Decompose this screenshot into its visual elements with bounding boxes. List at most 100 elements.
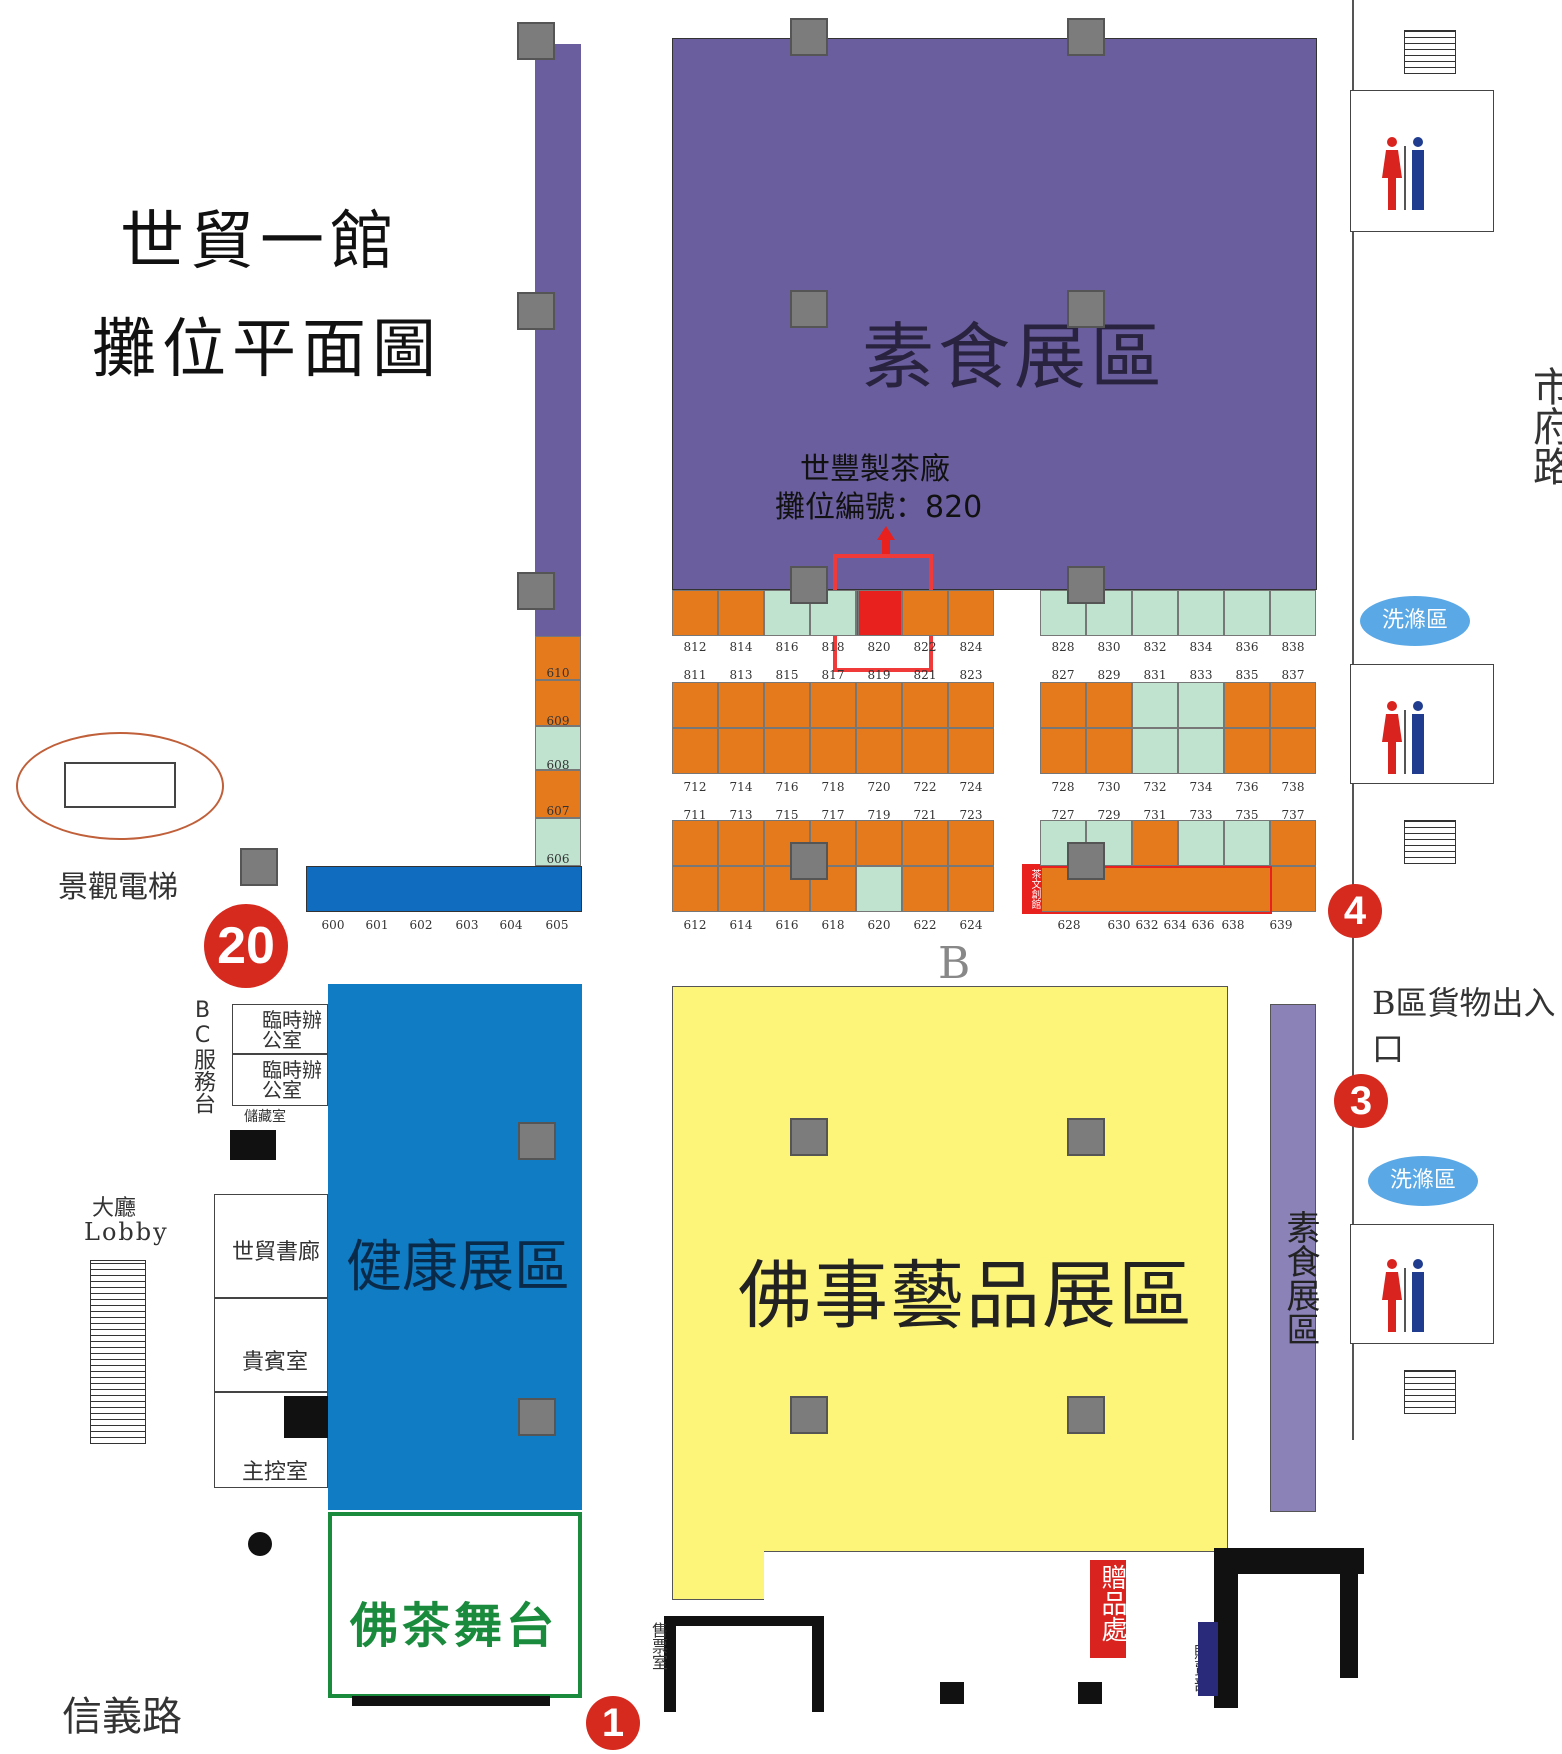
pillar-icon — [518, 1122, 556, 1160]
booth-829[interactable] — [1086, 682, 1132, 728]
booth-label-812: 812 — [683, 640, 707, 654]
ticket-wall-right — [812, 1616, 824, 1712]
booth-label-714: 714 — [729, 780, 753, 794]
vegetarian-side-strip[interactable] — [1270, 1004, 1316, 1512]
booth-833[interactable] — [1178, 682, 1224, 728]
left-block — [230, 1130, 276, 1160]
booth-label-605: 605 — [545, 918, 569, 932]
buddhist-art-notch — [672, 1550, 764, 1600]
booth-712[interactable] — [672, 728, 718, 774]
booth-817[interactable] — [810, 682, 856, 728]
booth-738[interactable] — [1270, 728, 1316, 774]
entrance-1-badge[interactable]: 1 — [586, 1696, 640, 1750]
booth-733[interactable] — [1178, 820, 1224, 866]
booth-620[interactable] — [856, 866, 902, 912]
entrance-20-badge[interactable]: 20 — [204, 904, 288, 988]
booth-711[interactable] — [672, 820, 718, 866]
booth-723[interactable] — [948, 820, 994, 866]
booth-label-721: 721 — [913, 808, 937, 822]
booth-824[interactable] — [948, 590, 994, 636]
map-title-line2: 攤位平面圖 — [92, 313, 442, 387]
booth-735[interactable] — [1224, 820, 1270, 866]
pillar-icon — [790, 18, 828, 56]
tea-culture-outline — [1040, 866, 1272, 914]
booth-834[interactable] — [1178, 590, 1224, 636]
booth-812[interactable] — [672, 590, 718, 636]
booth-label-830: 830 — [1097, 640, 1121, 654]
booth-732[interactable] — [1132, 728, 1178, 774]
booth-736[interactable] — [1224, 728, 1270, 774]
booth-606[interactable] — [535, 818, 581, 866]
booth-720[interactable] — [856, 728, 902, 774]
booth-822[interactable] — [902, 590, 948, 636]
pillar-icon — [240, 848, 278, 886]
booth-831[interactable] — [1132, 682, 1178, 728]
booth-832[interactable] — [1132, 590, 1178, 636]
booth-label-729: 729 — [1097, 808, 1121, 822]
booth-813[interactable] — [718, 682, 764, 728]
booth-722[interactable] — [902, 728, 948, 774]
booth-819[interactable] — [856, 682, 902, 728]
booth-811[interactable] — [672, 682, 718, 728]
tea-stage-label: 佛茶舞台 — [350, 1598, 559, 1654]
booth-815[interactable] — [764, 682, 810, 728]
booth-609[interactable] — [535, 680, 581, 726]
booth-610[interactable] — [535, 636, 581, 680]
booth-731[interactable] — [1132, 820, 1178, 866]
booth-607[interactable] — [535, 770, 581, 818]
map-title-line1: 世貿一館 — [120, 205, 400, 279]
booth-label-837: 837 — [1281, 668, 1305, 682]
lobby-en: Lobby — [84, 1218, 169, 1246]
temp-office-1 — [232, 1004, 328, 1054]
booth-label-818: 818 — [821, 640, 845, 654]
booth-714[interactable] — [718, 728, 764, 774]
booth-820-highlight[interactable] — [858, 590, 902, 636]
lobby-dot — [248, 1532, 272, 1556]
booth-label-614: 614 — [729, 918, 753, 932]
pillar-icon — [517, 292, 555, 330]
booth-713[interactable] — [718, 820, 764, 866]
vegetarian-zone[interactable] — [672, 38, 1317, 590]
gift-label: 贈品處 — [1097, 1564, 1127, 1642]
booth-label-817: 817 — [821, 668, 845, 682]
booth-label-821: 821 — [913, 668, 937, 682]
booth-label-609: 609 — [546, 714, 570, 728]
booth-838[interactable] — [1270, 590, 1316, 636]
vegetarian-side-label: 素食展區 — [1280, 1210, 1320, 1346]
entrance-3-badge[interactable]: 3 — [1334, 1074, 1388, 1128]
booth-612[interactable] — [672, 866, 718, 912]
entrance-4-badge[interactable]: 4 — [1328, 884, 1382, 938]
booth-728[interactable] — [1040, 728, 1086, 774]
booth-label-624: 624 — [959, 918, 983, 932]
booth-814[interactable] — [718, 590, 764, 636]
booth-label-634: 634 — [1163, 918, 1187, 932]
booth-836[interactable] — [1224, 590, 1270, 636]
booth-614[interactable] — [718, 866, 764, 912]
booth-label-719: 719 — [867, 808, 891, 822]
booth-label-827: 827 — [1051, 668, 1075, 682]
booth-624[interactable] — [948, 866, 994, 912]
booth-label-733: 733 — [1189, 808, 1213, 822]
booth-835[interactable] — [1224, 682, 1270, 728]
booth-737[interactable] — [1270, 820, 1316, 866]
booth-608[interactable] — [535, 726, 581, 770]
blue-booth-row[interactable] — [306, 866, 582, 912]
buddhist-art-zone[interactable] — [672, 986, 1228, 1552]
booth-724[interactable] — [948, 728, 994, 774]
booth-label-632: 632 — [1135, 918, 1159, 932]
pillar-icon — [1067, 842, 1105, 880]
booth-716[interactable] — [764, 728, 810, 774]
booth-821[interactable] — [902, 682, 948, 728]
elevator-icon — [16, 732, 224, 840]
booth-823[interactable] — [948, 682, 994, 728]
booth-730[interactable] — [1086, 728, 1132, 774]
booth-837[interactable] — [1270, 682, 1316, 728]
booth-827[interactable] — [1040, 682, 1086, 728]
booth-721[interactable] — [902, 820, 948, 866]
tea-stage[interactable] — [328, 1512, 582, 1698]
booth-622[interactable] — [902, 866, 948, 912]
booth-label-628: 628 — [1057, 918, 1081, 932]
booth-718[interactable] — [810, 728, 856, 774]
booth-719[interactable] — [856, 820, 902, 866]
booth-734[interactable] — [1178, 728, 1224, 774]
